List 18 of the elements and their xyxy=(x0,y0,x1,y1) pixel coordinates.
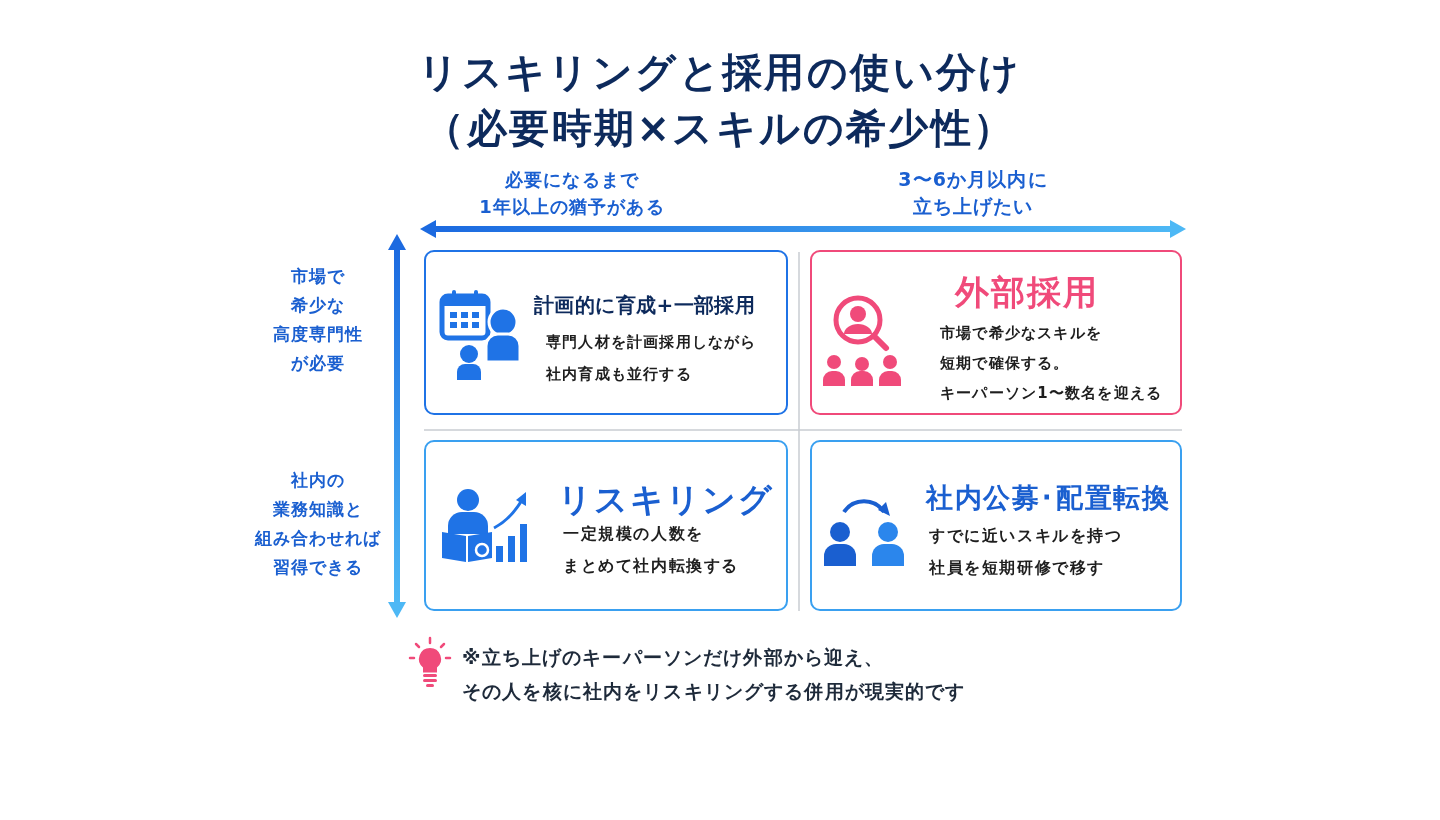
box-heading: リスキリング xyxy=(558,479,774,521)
quadrant-box xyxy=(424,440,788,611)
axis-label: 社内の業務知識と組み合わせれば習得できる xyxy=(253,469,383,579)
box-description: 一定規模の人数をまとめて社内転換する xyxy=(563,523,739,577)
box-heading: 計画的に育成+一部採用 xyxy=(534,292,756,319)
quadrant-box xyxy=(810,250,1182,415)
axis-label: 3〜6か月以内に立ち上げたい xyxy=(897,167,1049,219)
title: リスキリングと採用の使い分け（必要時期×スキルの希少性） xyxy=(417,48,1023,153)
box-description: すでに近いスキルを持つ社員を短期研修で移す xyxy=(929,525,1123,579)
box-description: 市場で希少なスキルを短期で確保する。キーパーソン1〜数名を迎える xyxy=(940,323,1163,404)
box-description: 専門人材を計画採用しながら社内育成も並行する xyxy=(546,332,757,385)
box-heading: 社内公募･配置転換 xyxy=(926,481,1171,515)
axis-label: 必要になるまで1年以上の猶予がある xyxy=(478,168,666,219)
quadrant-box xyxy=(424,250,788,415)
axis-label: 市場で希少な高度専門性が必要 xyxy=(271,265,365,375)
box-heading: 外部採用 xyxy=(953,271,1101,314)
quadrant-box xyxy=(810,440,1182,611)
note-text: ※立ち上げのキーパーソンだけ外部から迎え、その人を核に社内をリスキリングする併用が現実的です xyxy=(462,645,966,704)
